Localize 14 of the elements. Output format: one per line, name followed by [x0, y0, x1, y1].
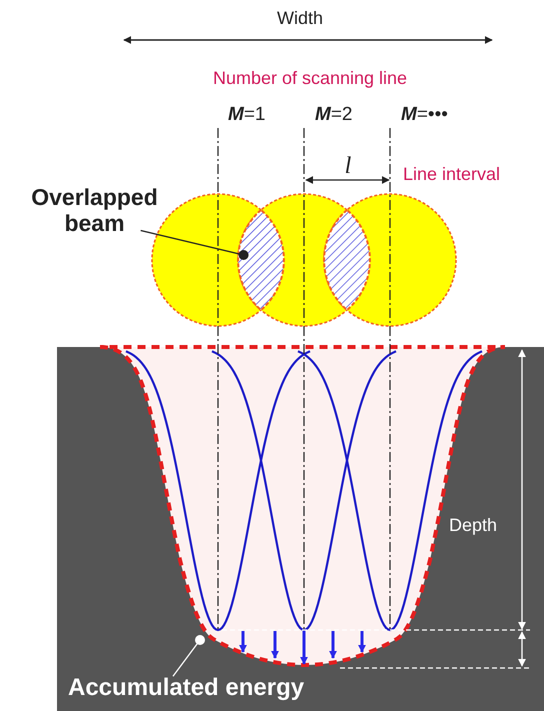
annotation-label: Line interval [403, 164, 500, 185]
scan-line-label: M=••• [401, 104, 448, 126]
callout-label: Accumulated energy [68, 674, 368, 702]
leader-line [172, 635, 205, 677]
leader-line [140, 230, 249, 260]
dimension-label: Width [277, 8, 323, 29]
overlap-region [237, 209, 285, 311]
annotation-label: Number of scanning line [212, 68, 408, 89]
scan-line-label: M=2 [315, 104, 352, 126]
overlap-region [323, 209, 371, 311]
symbol-label: l [344, 153, 352, 181]
dimension-label: Depth [449, 515, 498, 536]
callout-label: Overlapped beam [12, 184, 177, 237]
scan-line-label: M=1 [228, 104, 266, 126]
